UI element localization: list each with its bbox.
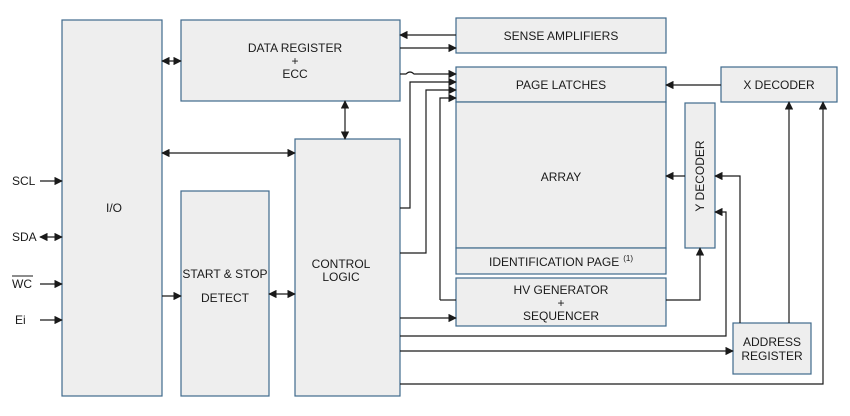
start-stop-label: START & STOP <box>182 267 267 281</box>
hv-plus: + <box>557 296 564 310</box>
sense-amplifiers-label: SENSE AMPLIFIERS <box>504 29 619 43</box>
identification-page-block <box>455 247 667 275</box>
pin-ei: Ei <box>15 313 26 327</box>
x-decoder-block <box>720 66 838 103</box>
control-logic-block <box>294 138 401 397</box>
x-decoder-label: X DECODER <box>743 78 815 92</box>
data-register-ecc: ECC <box>282 67 308 81</box>
address-register-block <box>732 322 812 375</box>
io-block <box>61 19 163 397</box>
hv-generator-block <box>455 277 667 327</box>
y-decoder-label: Y DECODER <box>693 140 707 211</box>
connection-lines <box>39 30 828 385</box>
page-latches-label: PAGE LATCHES <box>516 78 606 92</box>
data-register-block <box>180 19 401 102</box>
logic-label: LOGIC <box>322 270 360 284</box>
identification-page-label: IDENTIFICATION PAGE (1) <box>489 254 633 269</box>
io-label: I/O <box>106 201 122 215</box>
data-register-label: DATA REGISTER <box>248 41 343 55</box>
pin-sda: SDA <box>12 230 37 244</box>
identification-page-note: (1) <box>623 254 633 263</box>
sense-amplifiers-block <box>455 17 667 54</box>
sequencer-label: SEQUENCER <box>523 309 599 323</box>
array-block <box>455 101 667 249</box>
array-label: ARRAY <box>541 170 581 184</box>
data-register-plus: + <box>291 54 298 68</box>
pin-scl: SCL <box>12 174 36 188</box>
control-label: CONTROL <box>312 257 371 271</box>
identification-page-text: IDENTIFICATION PAGE <box>489 255 619 269</box>
pin-wc: WC <box>12 277 32 291</box>
register-label: REGISTER <box>741 349 803 363</box>
detect-label: DETECT <box>201 291 250 305</box>
address-label: ADDRESS <box>743 335 801 349</box>
hv-generator-label: HV GENERATOR <box>514 283 609 297</box>
